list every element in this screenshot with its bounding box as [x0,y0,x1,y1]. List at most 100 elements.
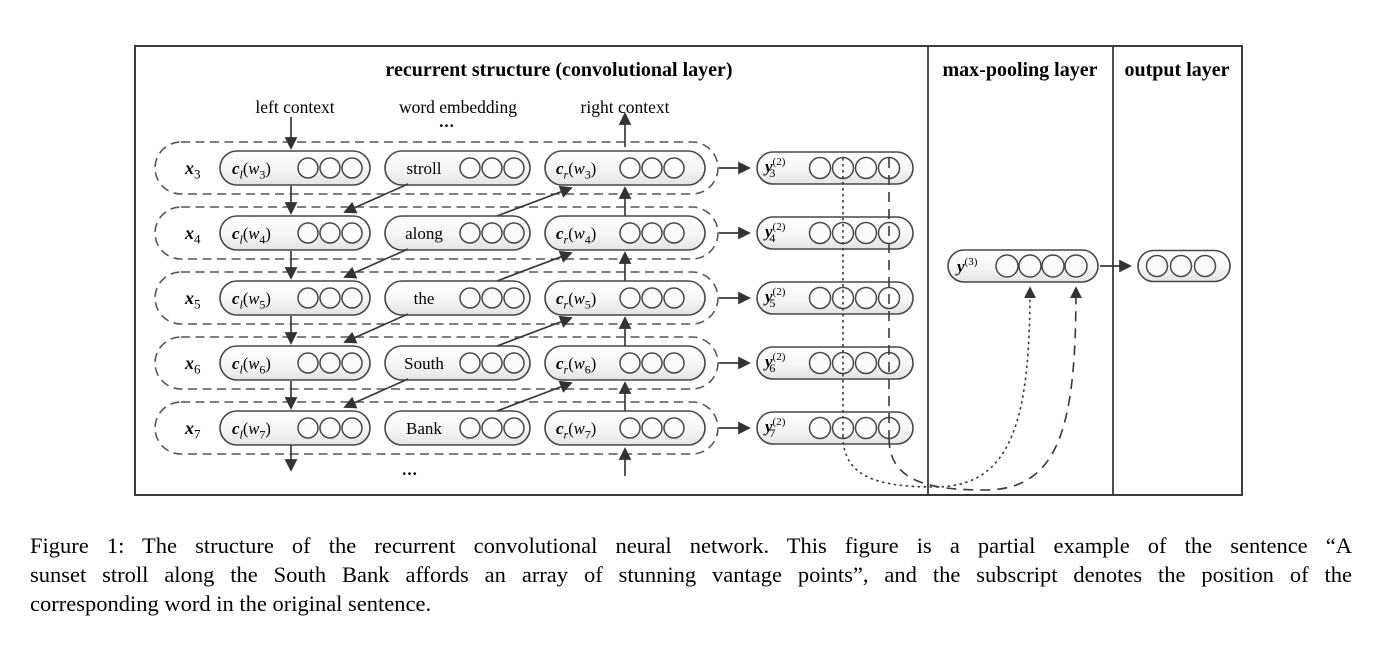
unit-circle [808,351,832,375]
unit-circle [503,352,525,374]
y2-label-4: y(2)4 [763,221,786,245]
cr-label-w5: cr(w5) [556,289,596,312]
unit-circle [481,352,503,374]
unit-circle [808,416,832,440]
cr-label-w7: cr(w7) [556,419,596,442]
row-label-x4: x4 [184,223,201,247]
unit-circle [619,287,641,309]
unit-circle [619,222,641,244]
unit-circle [297,287,319,309]
unit-circle [854,156,878,180]
unit-circle [503,287,525,309]
word-label-South: South [404,354,444,373]
unit-circle [663,222,685,244]
unit-circle [663,287,685,309]
ellipsis-bottom: ... [402,460,418,479]
unit-circle [854,351,878,375]
column-label-word-embedding: word embedding [399,97,517,117]
pooling-layer-group: y(3) [947,249,1231,283]
word-to-cr-arrow [496,380,573,412]
unit-circle [319,417,341,439]
unit-circle [481,287,503,309]
section-title-recurrent: recurrent structure (convolutional layer… [385,59,732,81]
figure-border [134,45,1243,496]
row-label-x5: x5 [184,288,201,312]
word-to-cr-arrow [496,185,573,217]
section-title-output: output layer [1125,59,1230,81]
unit-circle [319,287,341,309]
unit-circle [503,157,525,179]
unit-circle [459,287,481,309]
caption-line-1: Figure 1: The structure of the recurrent… [30,533,1352,558]
unit-circle [995,254,1019,278]
unit-circle [641,287,663,309]
word-label-stroll: stroll [407,159,442,178]
unit-circle [319,157,341,179]
unit-circle [1041,254,1065,278]
cl-label-w6: cl(w6) [232,354,271,377]
caption-line-3: corresponding word in the original sente… [30,591,432,616]
word-to-cl-arrow [343,183,409,214]
unit-circle [831,156,855,180]
figure-caption: Figure 1: The structure of the recurrent… [30,531,1352,618]
row-x7: x7 cl(w7) Bank cr(w7) y(2)7 [154,401,914,455]
word-to-cl-arrow [343,248,409,279]
unit-circle [319,222,341,244]
unit-circle [481,157,503,179]
unit-circle [341,157,363,179]
y2-label-5: y(2)5 [763,286,786,310]
arrows-layer [284,112,1082,491]
unit-circle [341,417,363,439]
unit-circle [619,417,641,439]
y2-label-7: y(2)7 [763,416,786,440]
unit-circle [641,417,663,439]
row-stadium [154,141,719,195]
dashed-pooling-curve [888,286,1082,491]
unit-circle [854,416,878,440]
row-stadium [154,336,719,390]
y2-label-6: y(2)6 [763,351,786,375]
unit-circle [1018,254,1042,278]
unit-circle [1169,254,1193,278]
section-title-maxpool: max-pooling layer [943,59,1098,81]
unit-circle [341,287,363,309]
caption-line-2: sunset stroll along the South Bank affor… [30,562,1352,587]
unit-circle [641,222,663,244]
column-label-right-context: right context [581,97,670,117]
unit-circle [297,157,319,179]
dotted-pooling-curve [842,286,1036,488]
unit-circle [481,222,503,244]
cl-label-w3: cl(w3) [232,159,271,182]
unit-circle [503,222,525,244]
unit-circle [854,286,878,310]
row-label-x7: x7 [184,418,201,442]
row-stadium [154,271,719,325]
unit-circle [619,157,641,179]
unit-circle [341,222,363,244]
row-stadium [154,206,719,260]
unit-circle [641,352,663,374]
cl-label-w4: cl(w4) [232,224,271,247]
unit-circle [459,157,481,179]
unit-circle [1145,254,1169,278]
unit-circle [663,352,685,374]
unit-circle [341,352,363,374]
unit-circle [459,352,481,374]
word-label-Bank: Bank [406,419,442,438]
y2-label-3: y(2)3 [763,156,786,180]
unit-circle [481,417,503,439]
word-label-along: along [405,224,443,243]
row-stadium [154,401,719,455]
row-label-x6: x6 [184,353,201,377]
cr-label-w3: cr(w3) [556,159,596,182]
ellipsis-top: ... [439,112,455,131]
cl-label-w7: cl(w7) [232,419,271,442]
word-to-cr-arrow [496,250,573,282]
word-label-the: the [414,289,435,308]
